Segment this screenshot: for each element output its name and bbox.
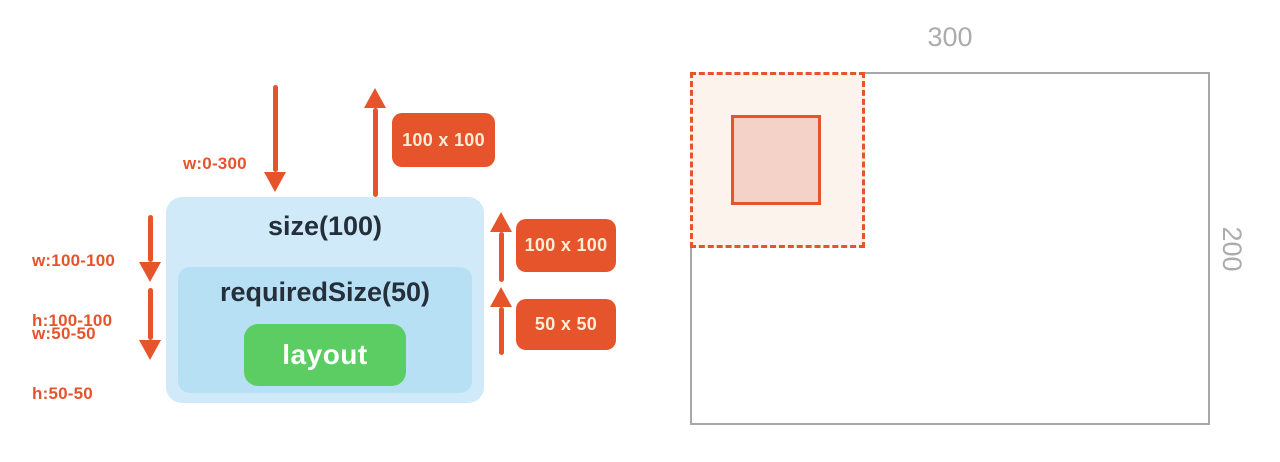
constraints-arrow-down-icon — [139, 215, 161, 282]
arrow-shaft — [498, 232, 504, 282]
size-modifier-box: size(100) requiredSize(50) layout — [166, 197, 484, 403]
parent-width-label: 300 — [927, 22, 973, 52]
constraint-line: h:100-100 — [32, 311, 113, 330]
arrow-shaft — [498, 307, 504, 355]
required-size-modifier-box: requiredSize(50) layout — [178, 267, 472, 393]
arrow-head — [490, 212, 512, 232]
constraints-arrow-down-icon — [139, 288, 161, 360]
constraint-line: w:0-300 — [183, 154, 247, 173]
arrow-head — [139, 340, 161, 360]
layout-node: layout — [244, 324, 406, 386]
layout-content-square — [731, 115, 821, 205]
size-badge: 100 x 100 — [516, 219, 616, 272]
size-modifier-label: size(100) — [267, 211, 383, 241]
arrow-head — [264, 172, 286, 192]
required-size-constraints-label: w:50-50 h:50-50 — [32, 284, 96, 444]
arrow-shaft — [372, 108, 378, 197]
size-arrow-up-icon — [490, 212, 512, 282]
arrow-head — [490, 287, 512, 307]
size-badge: 50 x 50 — [516, 299, 616, 350]
constraint-line: w:100-100 — [32, 251, 116, 270]
arrow-shaft — [272, 85, 278, 172]
parent-height-label: 200 — [1217, 226, 1247, 272]
constraint-line: h:50-50 — [32, 384, 93, 403]
arrow-head — [364, 88, 386, 108]
constraint-line: w:50-50 — [32, 324, 96, 343]
arrow-shaft — [147, 288, 153, 340]
size-arrow-up-icon — [364, 88, 386, 197]
required-size-label: requiredSize(50) — [219, 277, 431, 307]
constraints-arrow-down-icon — [264, 85, 286, 192]
size-arrow-up-icon — [490, 287, 512, 355]
arrow-head — [139, 262, 161, 282]
arrow-shaft — [147, 215, 153, 262]
size-constraints-label: w:100-100 h:100-100 — [32, 211, 115, 371]
size-badge: 100 x 100 — [392, 113, 495, 167]
